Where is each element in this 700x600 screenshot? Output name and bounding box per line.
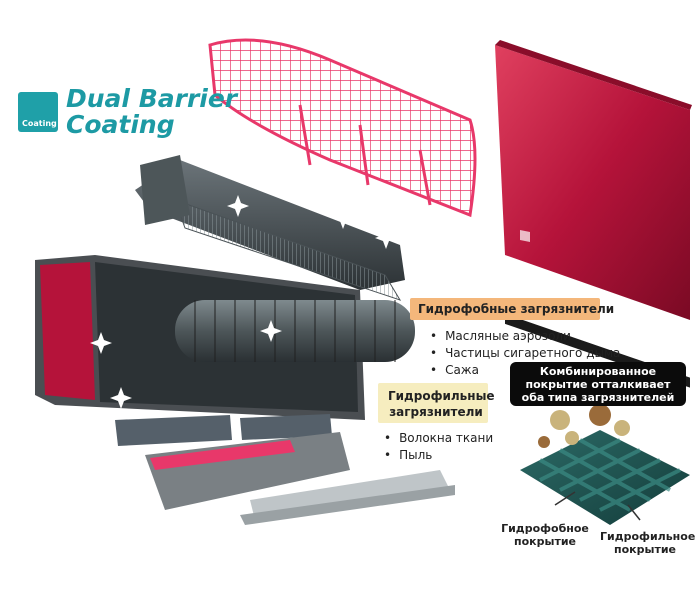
hydrophobic-label-box — [410, 298, 600, 320]
logo-title-line2: Coating — [66, 110, 175, 139]
hydrophilic-label-box — [378, 383, 488, 423]
hydrophilic-list: Волокна ткани Пыль — [384, 430, 493, 464]
hydrophilic-item: Пыль — [384, 447, 493, 464]
combined-coating-callout: Комбинированное покрытие отталкивает оба… — [510, 362, 686, 406]
air-filter — [208, 38, 477, 218]
louver-parts — [115, 414, 455, 525]
hydrophobic-item: Частицы сигаретного дыма — [430, 345, 620, 362]
hydrophilic-coating-label: Гидрофильное покрытие — [600, 530, 696, 556]
hydrophobic-list: Масляные аэрозоли Частицы сигаретного ды… — [430, 328, 620, 379]
logo-badge-text: Coating — [22, 119, 57, 128]
indoor-unit-chassis — [35, 255, 415, 420]
hydrophilic-item: Волокна ткани — [384, 430, 493, 447]
hydrophobic-item: Сажа — [430, 362, 620, 379]
hydrophobic-item: Масляные аэрозоли — [430, 328, 620, 345]
dual-barrier-title: Dual Barrier Coating — [66, 86, 306, 138]
hydrophobic-title: Гидрофобные загрязнители — [418, 302, 615, 316]
heat-exchanger — [135, 155, 405, 301]
callout-line-3: оба типа загрязнителей — [521, 391, 675, 404]
coating-surface-diagram — [520, 404, 690, 525]
callout-line-1: Комбинированное — [539, 365, 657, 378]
sparkles — [90, 195, 397, 409]
hydrophilic-title: Гидрофильные загрязнители — [388, 389, 495, 419]
logo-title-line1: Dual Barrier — [66, 84, 238, 113]
dual-barrier-logo-badge: Coating — [18, 92, 58, 132]
hydrophobic-coating-label: Гидрофобное покрытие — [501, 522, 589, 548]
callout-line-2: покрытие отталкивает — [525, 378, 671, 391]
